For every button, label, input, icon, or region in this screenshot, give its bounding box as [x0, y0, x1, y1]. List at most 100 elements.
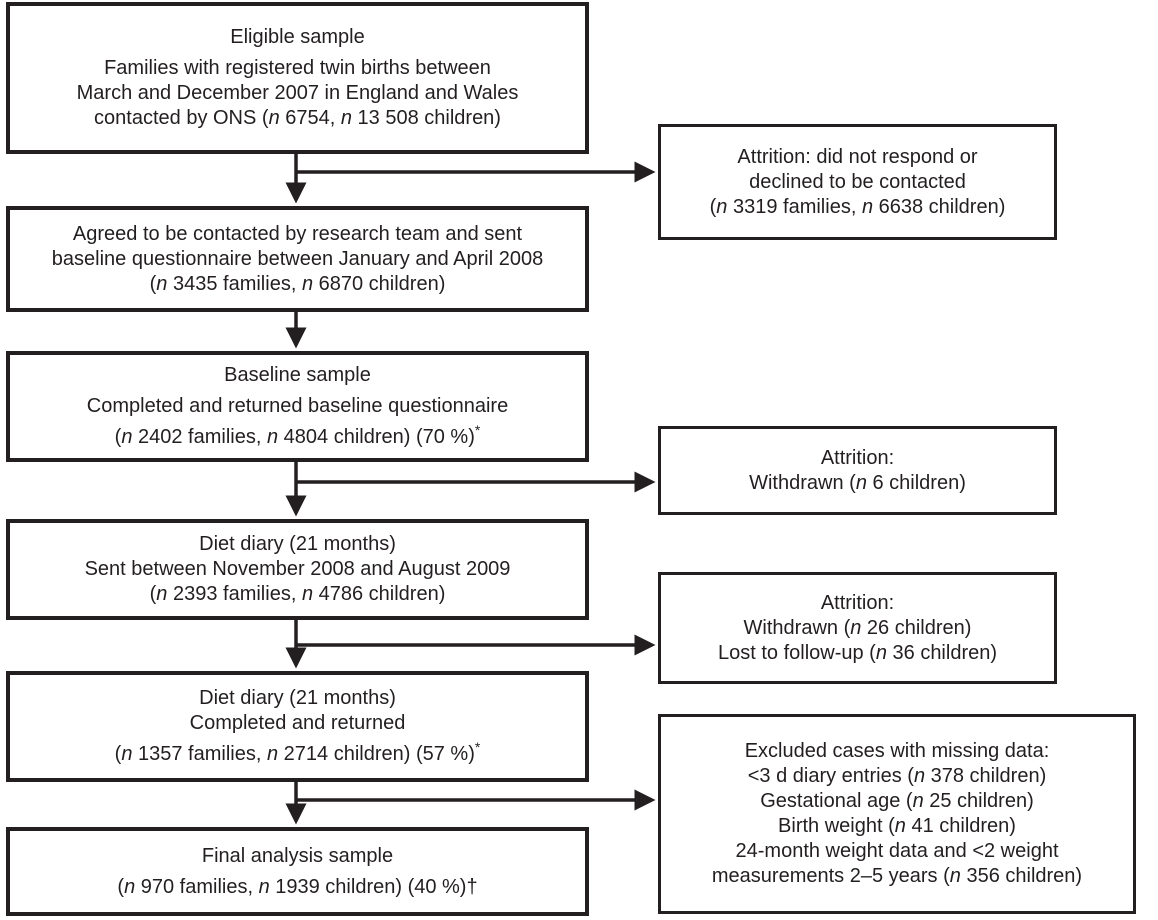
text-segment: n: [855, 471, 867, 494]
text-segment: n: [894, 815, 906, 837]
text-segment: 41 children): [905, 815, 1016, 837]
text-segment: Diet diary (21 months): [199, 533, 396, 555]
text-segment: contacted by ONS (: [94, 107, 269, 129]
box-line: Agreed to be contacted by research team …: [73, 222, 522, 247]
text-segment: Gestational age (: [760, 790, 913, 812]
box-line: Completed and returned: [190, 711, 406, 736]
text-segment: 6870 children): [313, 272, 446, 295]
text-segment: baseline questionnaire between January a…: [51, 247, 544, 270]
text-segment: n: [266, 426, 279, 448]
box-line: Attrition:: [821, 446, 894, 471]
box-line: Families with registered twin births bet…: [104, 56, 491, 81]
text-segment: (: [114, 743, 122, 765]
text-segment: Baseline sample: [224, 364, 371, 386]
text-segment: 1357 families,: [132, 743, 267, 765]
text-segment: n: [861, 195, 874, 218]
text-segment: Birth weight (: [778, 815, 895, 837]
box-line: contacted by ONS (n 6754, n 13 508 child…: [94, 106, 501, 131]
text-segment: (: [149, 583, 157, 605]
text-segment: n: [121, 426, 133, 448]
text-segment: n: [266, 743, 279, 765]
text-segment: n: [949, 865, 961, 887]
text-segment: n: [258, 875, 270, 898]
text-segment: n: [912, 790, 924, 812]
text-segment: Sent between November 2008 and August 20…: [84, 558, 511, 580]
box-line: (n 970 families, n 1939 children) (40 %)…: [117, 875, 477, 900]
box-diary-sent: Diet diary (21 months) Sent between Novem…: [6, 519, 589, 620]
text-segment: 378 children): [925, 765, 1047, 787]
text-segment: n: [913, 765, 926, 787]
text-segment: 1939 children) (40 %)†: [269, 875, 478, 898]
text-segment: 2714 children) (57 %): [278, 743, 475, 765]
text-segment: (: [114, 426, 122, 448]
text-segment: 6 children): [866, 471, 966, 494]
text-segment: 3435 families,: [167, 272, 302, 295]
text-segment: 36 children): [886, 641, 998, 664]
box-line: <3 d diary entries (n 378 children): [748, 764, 1047, 789]
box-line: Withdrawn (n 6 children): [749, 471, 966, 496]
text-segment: Completed and returned baseline question…: [86, 395, 509, 417]
box-line: (n 2393 families, n 4786 children): [150, 582, 446, 607]
text-segment: Lost to follow-up (: [717, 641, 876, 664]
text-segment: (: [149, 272, 157, 295]
text-segment: 13 508 children): [351, 107, 501, 129]
text-segment: 2402 families,: [132, 426, 267, 448]
text-segment: 25 children): [923, 790, 1034, 812]
box-line: Gestational age (n 25 children): [760, 789, 1034, 814]
text-segment: 3319 families,: [727, 195, 862, 218]
box-attrition-lost-to-follow-up: Attrition:Withdrawn (n 26 children)Lost …: [658, 572, 1057, 684]
box-line: Completed and returned baseline question…: [87, 394, 508, 419]
text-segment: Families with registered twin births bet…: [104, 57, 491, 79]
text-segment: 26 children): [861, 616, 972, 639]
text-segment: Excluded cases with missing data:: [744, 740, 1050, 762]
box-line: Final analysis sample: [202, 844, 393, 869]
text-segment: March and December 2007 in England and W…: [76, 82, 519, 104]
text-segment: n: [875, 641, 887, 664]
text-segment: 24-month weight data and <2 weight: [735, 840, 1059, 862]
box-line: Eligible sample: [230, 25, 365, 50]
text-segment: 2393 families,: [167, 583, 302, 605]
box-excluded-missing-data: Excluded cases with missing data:<3 d di…: [658, 714, 1136, 914]
text-segment: n: [716, 195, 728, 218]
box-line: baseline questionnaire between January a…: [52, 247, 543, 272]
box-line: (n 3319 families, n 6638 children): [710, 195, 1006, 220]
text-segment: n: [268, 107, 280, 129]
text-segment: n: [121, 743, 133, 765]
box-line: Sent between November 2008 and August 20…: [85, 557, 511, 582]
text-segment: *: [474, 422, 481, 438]
text-segment: 356 children): [960, 865, 1083, 887]
text-segment: n: [850, 616, 862, 639]
text-segment: Completed and returned: [189, 712, 406, 734]
box-line: (n 2402 families, n 4804 children) (70 %…: [114, 422, 481, 450]
text-segment: n: [301, 583, 314, 605]
box-agreed-contacted: Agreed to be contacted by research team …: [6, 206, 589, 312]
box-attrition-withdrawn: Attrition:Withdrawn (n 6 children): [658, 426, 1057, 515]
text-segment: n: [156, 583, 168, 605]
box-line: (n 1357 families, n 2714 children) (57 %…: [114, 740, 481, 767]
text-segment: Withdrawn (: [743, 616, 851, 639]
text-segment: 6638 children): [873, 195, 1006, 218]
box-final-analysis-sample: Final analysis sample (n 970 families, n …: [6, 827, 589, 916]
text-segment: Withdrawn (: [749, 471, 856, 494]
text-segment: n: [340, 107, 352, 129]
box-line: March and December 2007 in England and W…: [77, 81, 519, 106]
text-segment: (: [709, 195, 717, 218]
text-segment: measurements 2–5 years (: [711, 865, 950, 887]
text-segment: 6754,: [279, 107, 341, 129]
text-segment: Attrition: did not respond or: [737, 145, 978, 168]
box-line: Baseline sample: [224, 363, 371, 388]
box-line: Lost to follow-up (n 36 children): [718, 641, 997, 666]
text-segment: n: [124, 875, 136, 898]
box-line: Attrition:: [821, 591, 894, 616]
box-line: 24-month weight data and <2 weight: [736, 839, 1059, 864]
text-segment: Agreed to be contacted by research team …: [72, 222, 523, 245]
text-segment: Attrition:: [820, 591, 895, 614]
text-segment: 970 families,: [135, 875, 259, 898]
text-segment: n: [156, 272, 168, 295]
text-segment: 4786 children): [313, 583, 446, 605]
box-line: Diet diary (21 months): [199, 532, 396, 557]
text-segment: 4804 children) (70 %): [278, 426, 475, 448]
